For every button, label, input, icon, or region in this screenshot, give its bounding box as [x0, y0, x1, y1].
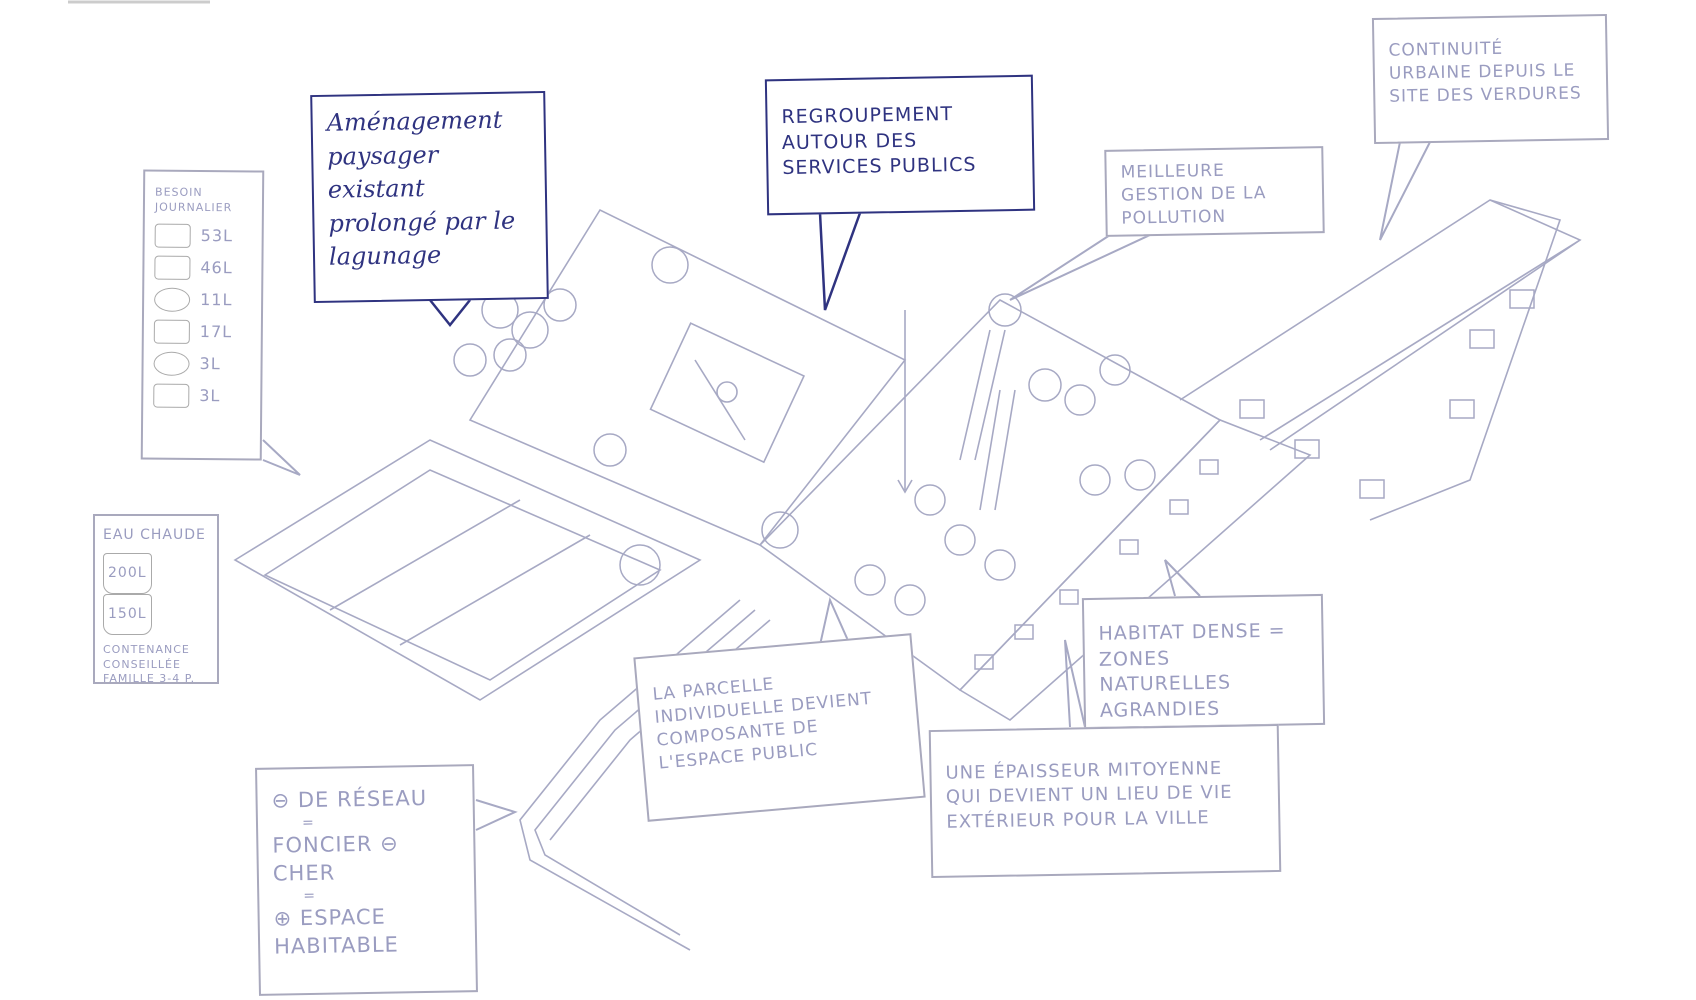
callout-continuity: Continuité urbaine depuis le site des ve…: [1371, 13, 1610, 145]
callout-landscape: Aménagement paysager existant prolongé p…: [310, 90, 549, 304]
dishes-icon: [153, 351, 190, 376]
need-row: 53L: [154, 223, 252, 248]
toilet-icon: [154, 255, 191, 280]
trees: [453, 246, 1156, 616]
housing-band: [958, 419, 1312, 721]
daily-need-panel: Besoin journalier 53L 46L 11L 17L 3L 3L: [140, 169, 265, 461]
callout-services: Regroupement autour des services publics: [764, 74, 1036, 216]
need-value: 3L: [199, 385, 221, 406]
flower-water-icon: [154, 287, 191, 312]
callout-pollution: Meilleure gestion de la pollution: [1104, 146, 1325, 237]
need-row: 3L: [153, 351, 250, 376]
hot-water-title: Eau chaude: [103, 527, 206, 543]
hot-water-panel: Eau chaude 200L150L Contenance conseillé…: [93, 514, 219, 685]
daily-need-title: Besoin journalier: [154, 185, 233, 215]
need-row: 3L: [153, 383, 250, 408]
network-line-1: ⊖ de réseau: [271, 785, 428, 813]
hot-water-note: Contenance conseillée famille 3-4 p.: [103, 642, 196, 686]
bucket-icon: [153, 383, 190, 408]
network-line-2: foncier ⊖ cher: [272, 831, 399, 886]
houses: [974, 289, 1535, 670]
need-value: 46L: [200, 257, 233, 278]
lagoon: [233, 439, 702, 701]
need-value: 53L: [200, 225, 234, 246]
bathtub-icon: [154, 223, 191, 248]
need-value: 17L: [199, 321, 233, 342]
callout-dense: Habitat dense = zones naturelles agrandi…: [1081, 593, 1326, 730]
network-line-3: ⊕ espace habitable: [273, 904, 400, 959]
need-value: 3L: [199, 353, 221, 374]
callout-shared: Une épaisseur mitoyenne qui devient un l…: [928, 723, 1282, 879]
need-value: 11L: [200, 289, 233, 310]
tanks: 200L150L: [103, 552, 209, 635]
need-row: 46L: [154, 255, 251, 280]
tank-small: 150L: [103, 593, 152, 635]
tank-large: 200L: [103, 552, 152, 594]
need-row: 17L: [153, 319, 251, 344]
washing-machine-icon: [153, 319, 190, 344]
callout-parcel: La parcelle individuelle devient composa…: [633, 633, 926, 822]
network-panel: ⊖ de réseau = foncier ⊖ cher = ⊕ espace …: [255, 764, 478, 996]
need-row: 11L: [154, 287, 251, 312]
